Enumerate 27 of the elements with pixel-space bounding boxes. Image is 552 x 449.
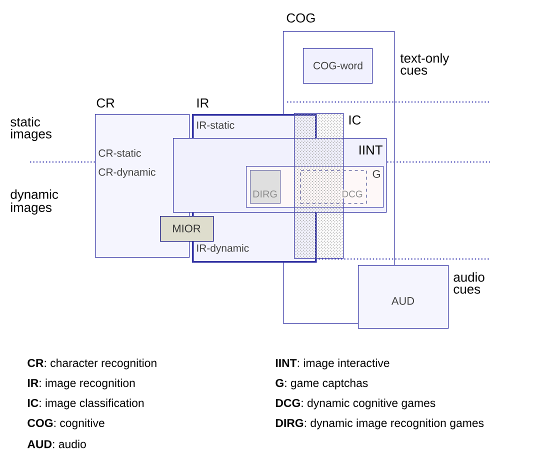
category-label: CR <box>96 98 114 108</box>
category-label: DIRG <box>253 190 277 198</box>
category-label: IR <box>197 98 209 108</box>
legend-entry: G: game captchas <box>276 378 368 390</box>
subcategory-label: IR-static <box>197 121 234 129</box>
category-label: IC <box>349 115 361 125</box>
legend-entry: DCG: dynamic cognitive games <box>276 398 436 410</box>
subcategory-label: CR-static <box>98 149 141 157</box>
category-label: AUD <box>391 297 414 305</box>
legend-entry: AUD: audio <box>28 440 86 448</box>
subcategory-label: CR-dynamic <box>98 168 156 178</box>
category-label: COG-word <box>314 62 362 70</box>
category-label: G <box>372 170 380 178</box>
category-label: IINT <box>360 146 382 154</box>
legend-entry: DIRG: dynamic image recognition games <box>276 418 484 430</box>
legend-entry: IINT: image interactive <box>276 358 390 370</box>
row-label: text-only cues <box>400 53 450 75</box>
category-label: MIOR <box>173 224 200 232</box>
row-label: dynamic images <box>10 189 58 215</box>
legend-entry: CR: character recognition <box>28 358 156 370</box>
legend-entry: COG: cognitive <box>28 418 104 430</box>
legend-entry: IR: image recognition <box>28 378 135 390</box>
category-label: COG <box>286 13 315 23</box>
row-label: static images <box>10 116 52 141</box>
category-label: DCG <box>340 190 364 198</box>
subcategory-label: IR-dynamic <box>197 244 249 254</box>
legend-entry: IC: image classification <box>28 398 144 410</box>
